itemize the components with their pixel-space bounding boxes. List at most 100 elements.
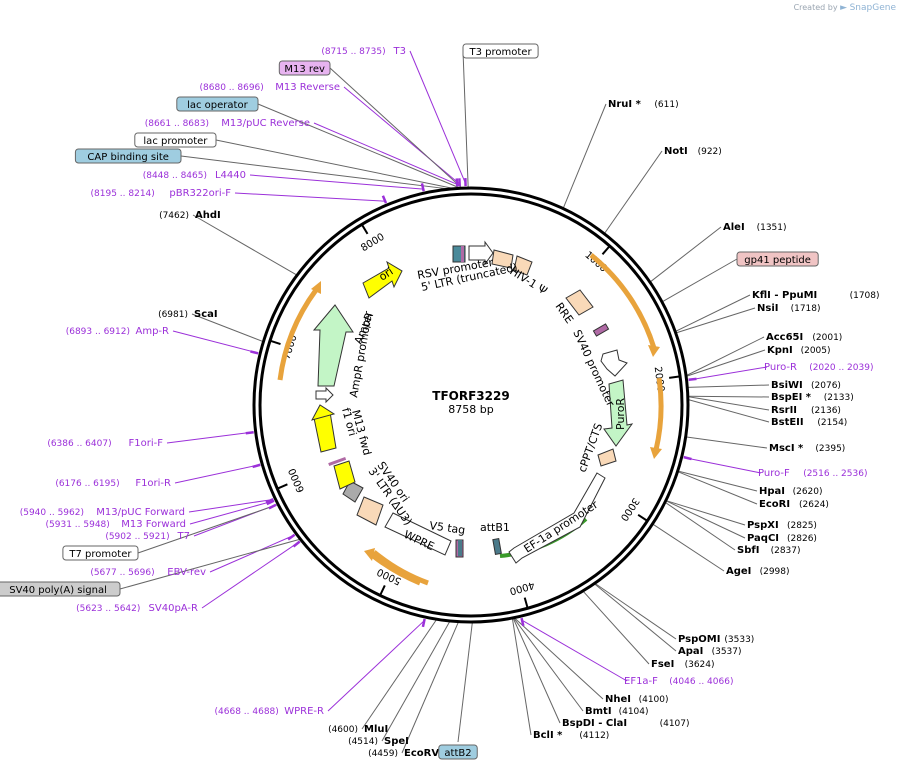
feature-leader — [257, 103, 461, 189]
enzyme-position: (3533) — [724, 635, 754, 645]
feature-label-v5: V5 tag — [429, 519, 467, 537]
enzyme-position: (4112) — [579, 731, 609, 741]
watermark-prefix: Created by — [793, 3, 838, 12]
watermark-brand: SnapGene — [849, 3, 896, 13]
feature-box-text: CAP binding site — [87, 152, 169, 163]
primer-leader — [521, 619, 628, 682]
feature-leader — [457, 621, 473, 743]
enzyme-position: (611) — [654, 100, 678, 110]
feature-puror — [603, 379, 634, 447]
features-layer — [277, 240, 664, 586]
feature-box-text: SV40 poly(A) signal — [9, 585, 107, 596]
primer-range: (6176 .. 6195) — [55, 479, 119, 489]
tick-mark-3000 — [637, 514, 648, 522]
enzyme-leader — [512, 617, 561, 724]
primer-range: (5931 .. 5948) — [46, 520, 110, 530]
feature-leader — [137, 503, 279, 554]
enzyme-leader — [685, 336, 765, 377]
enzyme-leader — [361, 618, 438, 730]
enzyme-name: FseI — [651, 659, 674, 670]
feature-ef1a-promoter — [508, 472, 606, 564]
primer-leader — [409, 50, 467, 185]
feature-rsv-arrow — [468, 240, 494, 266]
enzyme-leader — [649, 226, 722, 283]
primer-range: (8680 .. 8696) — [200, 83, 264, 93]
primer-binding-mark — [455, 178, 459, 187]
enzyme-name: PspOMI — [678, 634, 720, 645]
primer-range: (8448 .. 8465) — [143, 171, 207, 181]
enzyme-leader — [381, 620, 451, 742]
feature-m13-rev-mark — [461, 246, 464, 262]
cds-arc-3-head — [364, 548, 375, 561]
primer-leader — [172, 330, 257, 354]
feature-leader — [329, 67, 463, 189]
leader-lines — [119, 50, 770, 754]
primer-binding-mark — [265, 497, 274, 504]
feature-label-box — [736, 251, 819, 267]
enzyme-name: BstEII — [771, 417, 804, 428]
feature-box-text: T3 promoter — [469, 47, 533, 58]
primer-leader — [690, 366, 768, 381]
enzyme-name: EcoRI — [759, 499, 790, 510]
primer-binding-mark — [688, 377, 697, 381]
feature-box-text: gp41 peptide — [744, 255, 811, 266]
enzyme-leader — [513, 617, 584, 712]
feature-label-box — [62, 545, 139, 561]
enzyme-position: (2395) — [815, 444, 845, 454]
feature-leader — [119, 538, 301, 590]
primer-leader — [166, 431, 252, 444]
feature-cppt — [597, 448, 617, 467]
feature-hiv-psi-2 — [513, 255, 533, 276]
feature-leader — [215, 139, 455, 190]
enzyme-position: (1708) — [850, 291, 880, 301]
primer-binding-mark — [464, 178, 467, 187]
enzyme-name: MscI * — [769, 443, 804, 454]
feature-3ltr — [356, 496, 384, 526]
feature-label-puror: PuroR — [614, 398, 627, 430]
primer-leader — [174, 464, 259, 484]
enzyme-position: (1351) — [757, 223, 787, 233]
enzyme-name: NotI — [664, 146, 688, 157]
primer-name: pBR322ori-F — [169, 188, 231, 199]
primer-name: Puro-R — [764, 362, 797, 373]
enzyme-name: KflI - PpuMI — [752, 290, 817, 301]
cds-arc-1-head — [648, 345, 660, 357]
feature-wpre — [384, 512, 452, 556]
primer-name: T7 — [177, 531, 190, 542]
enzyme-position: (2154) — [817, 418, 847, 428]
enzyme-name: EcoRV — [404, 748, 439, 759]
primer-range: (6386 .. 6407) — [47, 439, 111, 449]
enzyme-leader — [687, 395, 770, 398]
primer-leader — [188, 499, 272, 513]
enzyme-name: PspXI — [747, 520, 779, 531]
enzyme-name: RsrII — [771, 405, 797, 416]
feature-box-text: lac operator — [187, 100, 248, 111]
primer-name: F1ori-R — [135, 478, 171, 489]
primer-leader — [234, 192, 386, 202]
tick-label-8000: 8000 — [359, 232, 386, 255]
primer-leader — [249, 174, 424, 190]
primer-leader — [189, 500, 273, 525]
enzyme-name: AleI — [723, 222, 745, 233]
primer-range: (5940 .. 5962) — [20, 508, 84, 518]
orange-inner-arc — [372, 550, 429, 586]
feature-m13-fwd — [333, 460, 356, 490]
enzyme-name: BspDI - ClaI — [562, 718, 627, 729]
enzyme-name: PaqCI — [747, 533, 779, 544]
snapgene-logo-icon: ► — [840, 3, 848, 13]
enzyme-leader — [191, 313, 264, 343]
enzyme-name: NruI * — [608, 99, 642, 110]
enzyme-leader — [594, 582, 677, 640]
feature-label-box — [278, 60, 331, 76]
enzyme-position: (7462) — [159, 211, 189, 221]
enzyme-leader — [677, 471, 758, 505]
enzyme-position: (2001) — [812, 333, 842, 343]
primer-name: T3 — [393, 46, 406, 57]
center-title: TFORF3229 8758 bp — [432, 389, 509, 416]
primer-name: Amp-R — [136, 326, 170, 337]
plasmid-length: 8758 bp — [448, 403, 493, 416]
tick-label-1000: 1000 — [582, 250, 608, 275]
primer-range: (8715 .. 8735) — [321, 47, 385, 57]
feature-label-ef1a: EF-1a promoter — [522, 498, 601, 556]
enzyme-position: (4107) — [660, 719, 690, 729]
